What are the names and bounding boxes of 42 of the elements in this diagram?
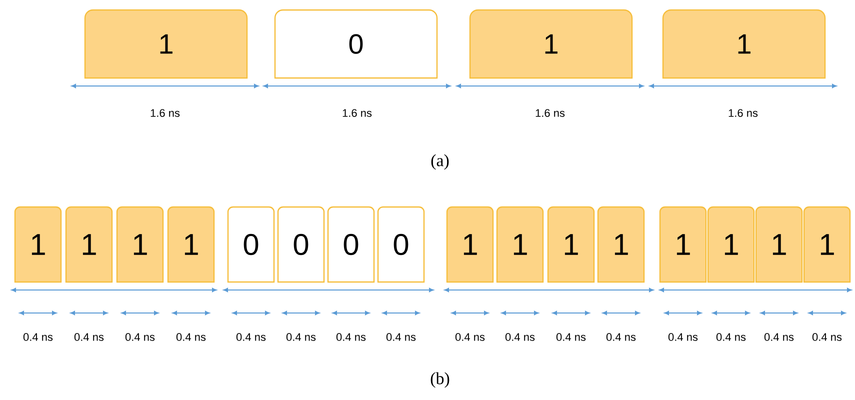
dimension-label: 0.4 ns — [74, 333, 104, 341]
bit-box: 0 — [377, 206, 425, 283]
bit-box: 1 — [14, 206, 62, 283]
bit-box: 1 — [167, 206, 215, 283]
bit-box: 1 — [469, 9, 633, 79]
bit-box: 1 — [662, 9, 826, 79]
dimension-label: 1.6 ns — [150, 109, 180, 117]
bit-box: 1 — [707, 206, 755, 283]
dimension-label: 1.6 ns — [342, 109, 372, 117]
bit-box: 0 — [327, 206, 375, 283]
bit-box: 1 — [446, 206, 494, 283]
dimension-label: 0.4 ns — [505, 333, 535, 341]
figure-caption: (a) — [431, 154, 449, 170]
bit-box: 1 — [65, 206, 113, 283]
bit-box: 1 — [116, 206, 164, 283]
dimension-label: 0.4 ns — [556, 333, 586, 341]
bit-box: 1 — [597, 206, 645, 283]
dimension-label: 0.4 ns — [236, 333, 266, 341]
dimension-label: 0.4 ns — [125, 333, 155, 341]
dimension-label: 0.4 ns — [716, 333, 746, 341]
bit-box: 1 — [496, 206, 544, 283]
bit-box: 1 — [547, 206, 595, 283]
dimension-label: 0.4 ns — [606, 333, 636, 341]
dimension-label: 0.4 ns — [668, 333, 698, 341]
dimension-label: 1.6 ns — [728, 109, 758, 117]
bit-box: 1 — [803, 206, 851, 283]
dimension-label: 1.6 ns — [536, 109, 565, 117]
bit-box: 0 — [227, 206, 275, 283]
dimension-label: 0.4 ns — [812, 333, 842, 341]
dimension-label: 0.4 ns — [336, 333, 366, 341]
dimension-label: 0.4 ns — [386, 333, 416, 341]
figure-caption: (b) — [430, 372, 450, 388]
bit-box: 1 — [84, 9, 248, 79]
bit-box: 1 — [659, 206, 707, 283]
bit-box: 1 — [755, 206, 803, 283]
dimension-label: 0.4 ns — [176, 333, 206, 341]
bit-box: 0 — [277, 206, 325, 283]
dimension-label: 0.4 ns — [764, 333, 794, 341]
dimension-label: 0.4 ns — [286, 333, 316, 341]
dimension-label: 0.4 ns — [23, 333, 53, 341]
dimension-label: 0.4 ns — [455, 333, 485, 341]
bit-box: 0 — [274, 9, 438, 79]
